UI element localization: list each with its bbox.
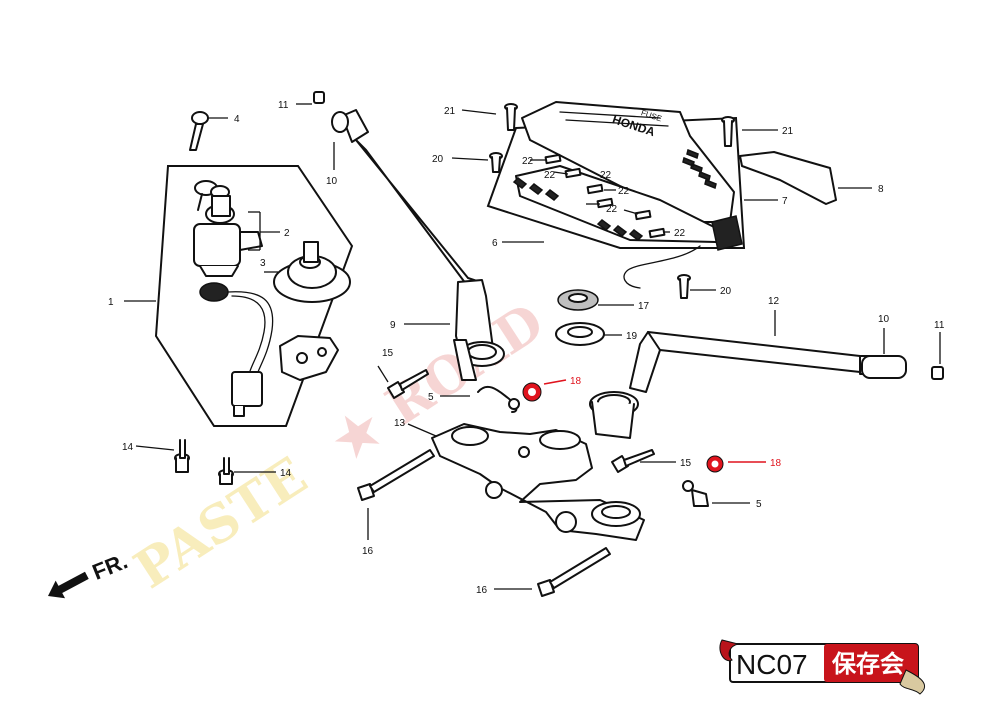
callout-5b: 5: [756, 499, 762, 510]
front-label: FR.: [89, 548, 131, 584]
callout-16a: 16: [362, 546, 374, 557]
logo-model: NC07: [736, 649, 808, 680]
ignition-switch-body: [193, 195, 263, 277]
bolt-15a: [387, 369, 429, 399]
callout-10b: 10: [878, 314, 890, 325]
callout-22a: 22: [522, 156, 534, 167]
callout-5a: 5: [428, 392, 434, 403]
callout-4: 4: [234, 114, 240, 125]
clamp-5b: [682, 480, 709, 507]
callout-12: 12: [768, 296, 780, 307]
nut-17: [557, 289, 599, 311]
callout-18a: 18: [570, 376, 582, 387]
bolt-16a: [357, 449, 435, 501]
ignition-switch-assembly: [154, 111, 354, 427]
right-handlebar: [589, 331, 944, 439]
watermark-star: ★: [321, 396, 393, 473]
clamp-5a: [477, 386, 520, 413]
callout-22f: 22: [674, 228, 686, 239]
switch-bracket: [279, 335, 339, 381]
nut-18a: [522, 382, 542, 402]
key-part-4: [189, 111, 209, 151]
callout-18b: 18: [770, 458, 782, 469]
callout-2: 2: [284, 228, 290, 239]
dragon-icon: [719, 639, 926, 695]
screws-21: [504, 103, 735, 147]
top-bridge: [431, 423, 645, 541]
fusebox-frame: [486, 116, 746, 249]
callout-6: 6: [492, 238, 498, 249]
callout-22e: 22: [606, 204, 618, 215]
fuse-box-assembly: HONDA FUSE: [486, 101, 837, 299]
front-direction-indicator: FR.: [48, 548, 131, 599]
callout-14a: 14: [122, 442, 134, 453]
bolt-15b: [611, 449, 655, 473]
callout-21b: 21: [782, 126, 794, 137]
front-arrow-icon: [48, 571, 89, 599]
left-handlebar: [313, 91, 505, 381]
bolt-16b: [537, 547, 611, 597]
fuse-vents: [682, 148, 717, 190]
callout-7: 7: [782, 196, 788, 207]
callouts: 1 2 3 4 5 5 6 7 8 9 10 10 11 11 12 13 14…: [108, 100, 945, 596]
ignition-frame: [154, 165, 354, 427]
callout-14b: 14: [280, 468, 292, 479]
callout-22c: 22: [600, 170, 612, 181]
washer-19: [555, 322, 605, 346]
leader-lines: [124, 103, 941, 590]
bolt-14b: [218, 457, 234, 485]
callout-22b: 22: [544, 170, 556, 181]
callout-20b: 20: [720, 286, 732, 297]
nc07-logo: NC07 保存会: [719, 639, 926, 695]
callout-11b: 11: [934, 320, 945, 331]
callout-10a: 10: [326, 176, 338, 187]
callout-13: 13: [394, 418, 406, 429]
switch-harness: [199, 282, 274, 417]
callout-8: 8: [878, 184, 884, 195]
nut-18b: [706, 455, 724, 473]
bolt-14a: [174, 439, 190, 473]
callout-21a: 21: [444, 106, 456, 117]
callout-20a: 20: [432, 154, 444, 165]
callout-22d: 22: [618, 186, 630, 197]
callout-19: 19: [626, 331, 638, 342]
callout-16b: 16: [476, 585, 488, 596]
callout-15a: 15: [382, 348, 394, 359]
callout-1: 1: [108, 297, 114, 308]
callout-17: 17: [638, 301, 650, 312]
logo-kanji: 保存会: [831, 649, 904, 678]
screws-20: [489, 152, 691, 299]
lock-cap: [273, 241, 351, 303]
callout-3: 3: [260, 258, 266, 269]
callout-11a: 11: [278, 100, 289, 111]
callout-9: 9: [390, 320, 396, 331]
callout-15b: 15: [680, 458, 692, 469]
